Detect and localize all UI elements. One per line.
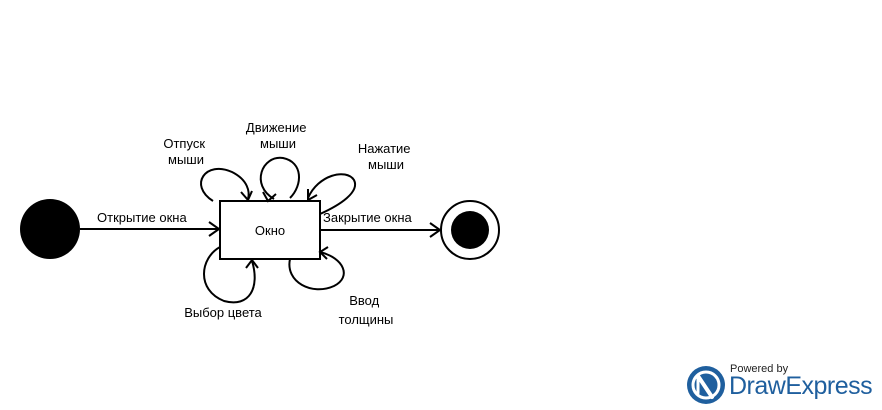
loop-color-select (203, 246, 259, 304)
loop-color-select-label: Выбор цвета (184, 305, 262, 320)
loop-mouse-move-label: Движение мыши (246, 120, 310, 151)
final-state-core (451, 211, 489, 249)
loop-mouse-press (307, 173, 357, 215)
state-okno-label: Окно (255, 223, 285, 238)
loop-mouse-move (259, 156, 300, 203)
loop-mouse-release (200, 167, 253, 202)
transition-close (320, 222, 442, 238)
transition-open (80, 221, 221, 237)
drawexpress-logo: Powered by DrawExpress (685, 362, 880, 408)
drawexpress-logo-icon (687, 366, 725, 404)
logo-brand-text: DrawExpress (729, 372, 873, 400)
initial-state (20, 199, 80, 259)
loop-mouse-release-label: Отпуск мыши (163, 136, 208, 167)
state-okno (219, 200, 321, 260)
logo-powered-text: Powered by (730, 363, 789, 375)
loop-thickness-input-label: Ввод толщины (339, 293, 394, 327)
transition-open-label: Открытие окна (97, 210, 187, 225)
loop-thickness-input (288, 246, 345, 291)
loop-mouse-press-label: Нажатие мыши (358, 141, 414, 172)
transition-close-label: Закрытие окна (323, 210, 412, 225)
